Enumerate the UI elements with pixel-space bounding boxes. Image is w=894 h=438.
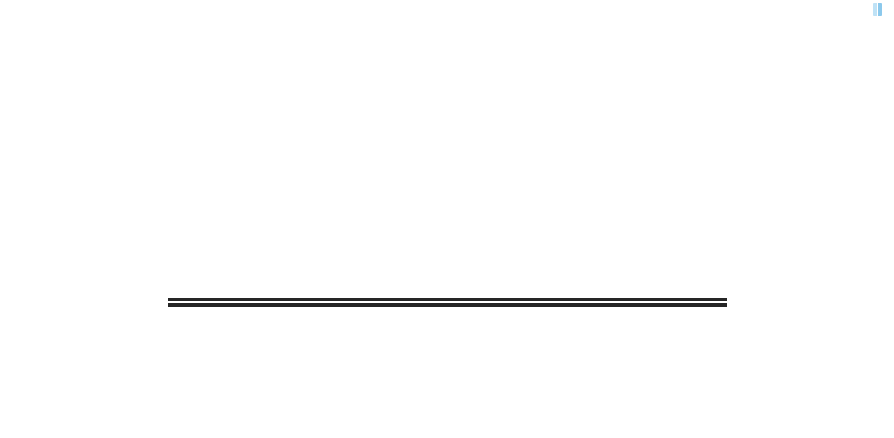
snapgene-watermark — [869, 3, 886, 16]
plasmid-backbone-line-bottom — [168, 303, 727, 307]
snapgene-flag-icon — [873, 3, 882, 16]
plasmid-backbone-line-top — [168, 298, 727, 301]
plasmid-title-block — [0, 398, 894, 401]
